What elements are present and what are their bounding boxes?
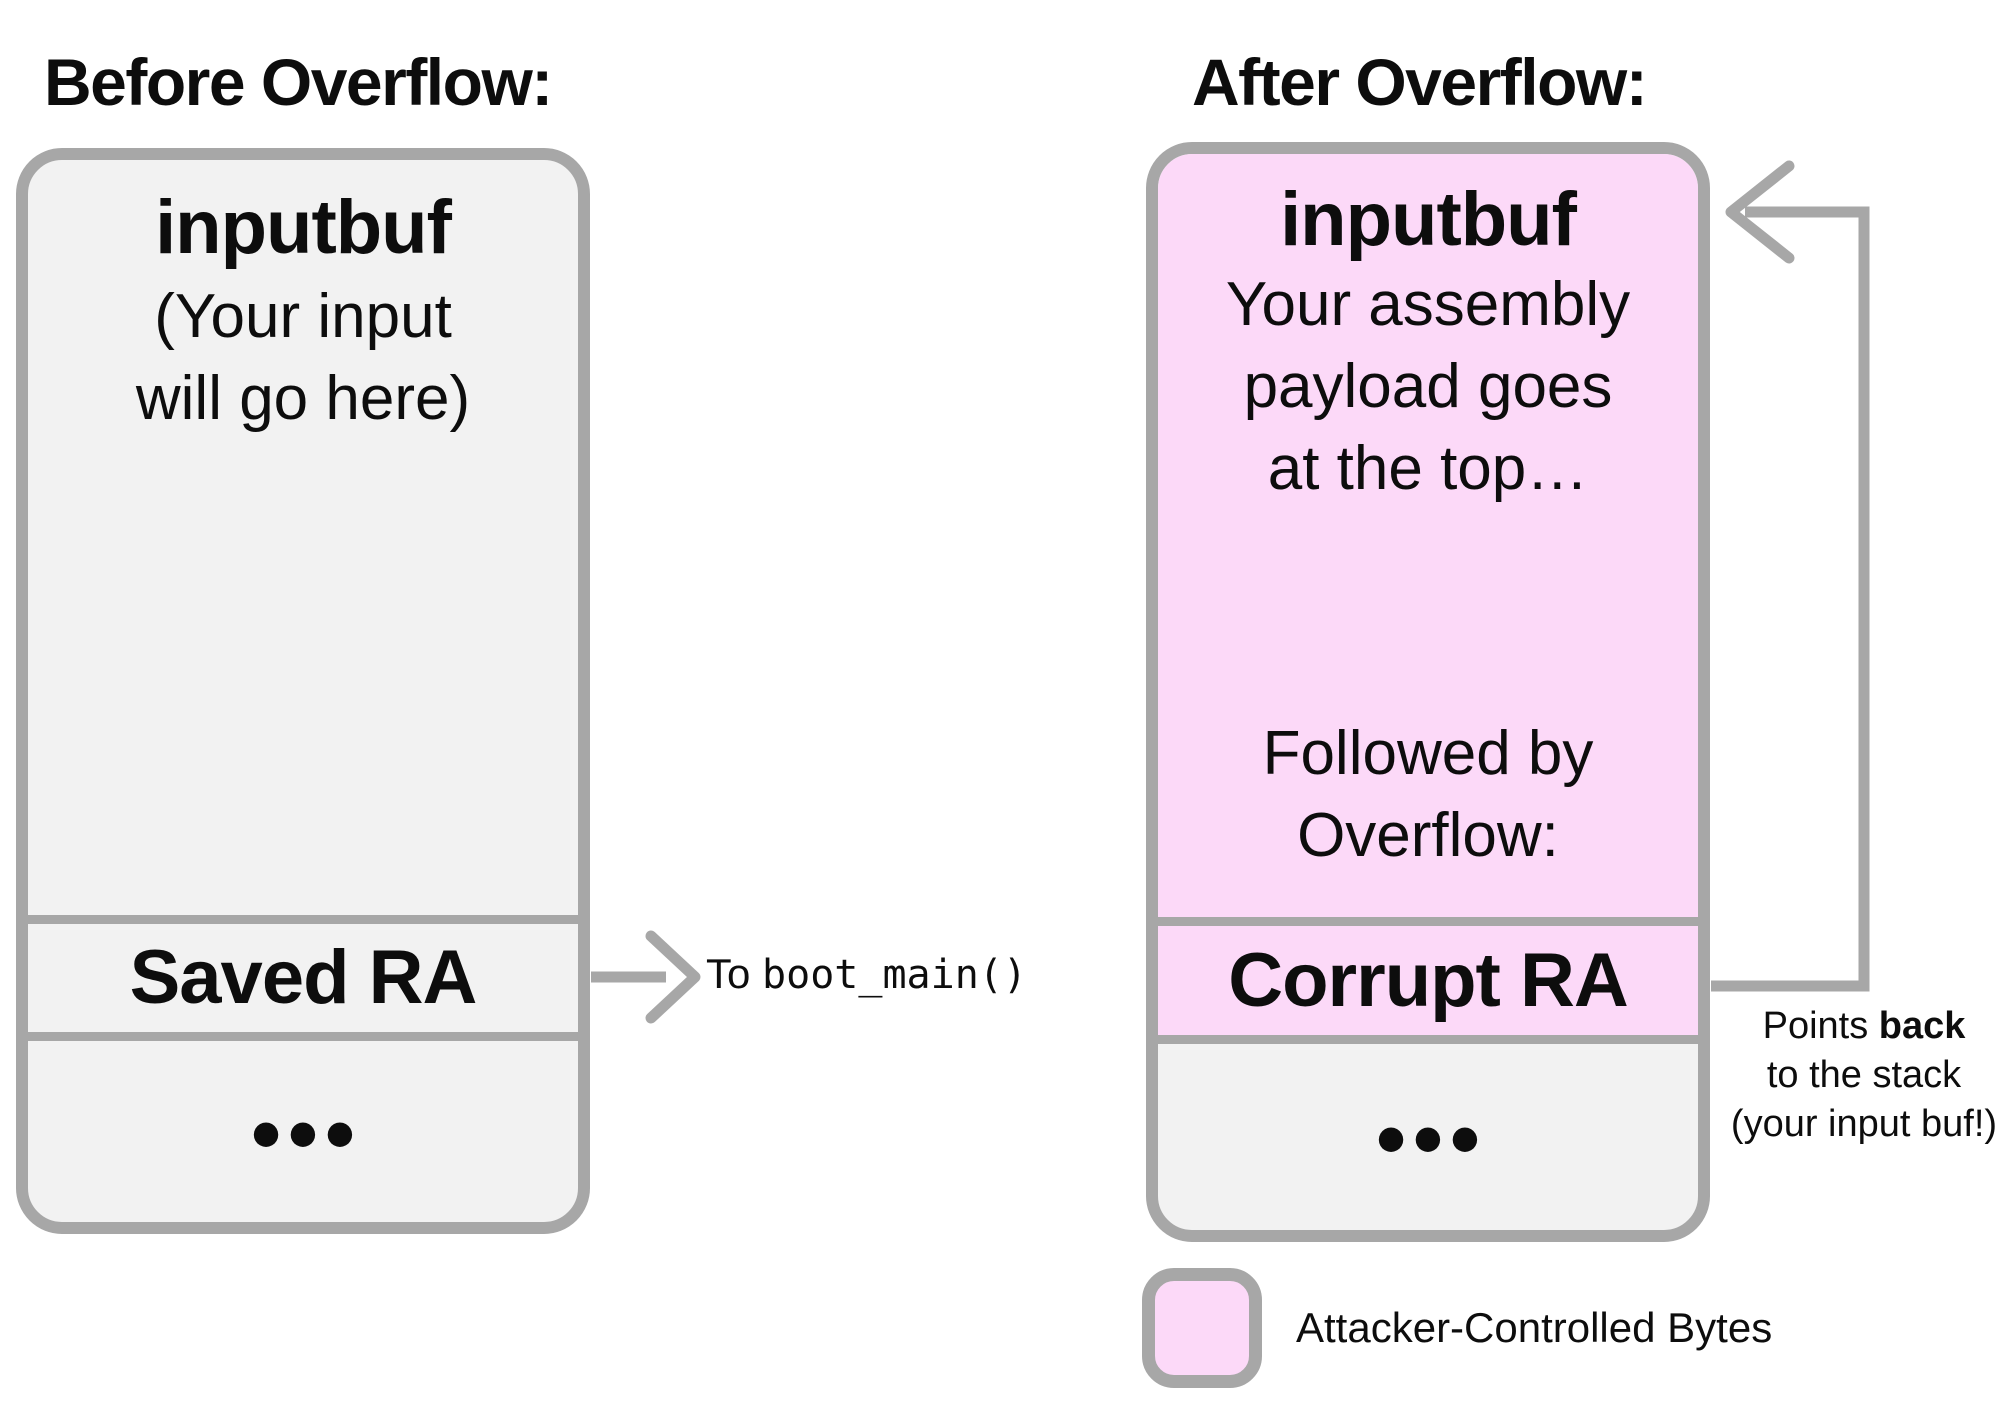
ellipsis-dots: ●●● — [252, 1112, 363, 1151]
return-arrow-line — [1711, 206, 1870, 992]
overflow-note: Followed by Overflow: — [1262, 719, 1594, 870]
before-stack-box: inputbuf (Your input will go here) Saved… — [16, 148, 590, 1234]
annotation-line-1: Points back — [1712, 1002, 2006, 1051]
annotation-line-2: to the stack — [1766, 1054, 1962, 1096]
before-saved-ra-section: Saved RA — [28, 924, 578, 1032]
corrupt-ra-label: Corrupt RA — [1228, 937, 1629, 1023]
saved-ra-arrow-head-icon — [645, 930, 701, 1024]
annotation-line-3: (your input buf!) — [1730, 1103, 1998, 1145]
divider-line — [1158, 1035, 1698, 1044]
corrupt-ra-annotation: Points back to the stack (your input buf… — [1712, 1002, 2006, 1149]
attacker-bytes-swatch — [1142, 1268, 1262, 1388]
after-stack-box: inputbuf Your assembly payload goes at t… — [1146, 142, 1710, 1242]
before-inputbuf-section: inputbuf (Your input will go here) — [28, 160, 578, 915]
before-rest-of-stack-section: ●●● — [28, 1041, 578, 1222]
divider-line — [28, 1032, 578, 1041]
after-inputbuf-label: inputbuf — [1280, 177, 1577, 262]
after-inputbuf-section: inputbuf Your assembly payload goes at t… — [1158, 154, 1698, 917]
payload-note: Your assembly payload goes at the top… — [1225, 270, 1631, 503]
arrow-label-prefix: To — [706, 950, 763, 997]
after-corrupt-ra-section: Corrupt RA — [1158, 926, 1698, 1035]
annotation-points: Points — [1762, 1005, 1879, 1047]
arrow-label-code: boot_main() — [762, 952, 1027, 998]
ellipsis-dots: ●●● — [1377, 1118, 1488, 1156]
divider-line — [28, 915, 578, 924]
after-rest-of-stack-section: ●●● — [1158, 1044, 1698, 1230]
annotation-back: back — [1878, 1005, 1966, 1047]
divider-line — [1158, 917, 1698, 926]
before-inputbuf-label: inputbuf — [155, 185, 452, 270]
legend-label: Attacker-Controlled Bytes — [1296, 1304, 1773, 1351]
before-overflow-title: Before Overflow: — [44, 45, 553, 119]
return-arrow-head-icon — [1725, 160, 1795, 264]
saved-ra-label: Saved RA — [129, 935, 478, 1020]
after-overflow-title: After Overflow: — [1192, 45, 1648, 119]
before-inputbuf-note: (Your input will go here) — [135, 282, 471, 433]
saved-ra-arrow-label: To boot_main() — [706, 950, 1027, 1006]
